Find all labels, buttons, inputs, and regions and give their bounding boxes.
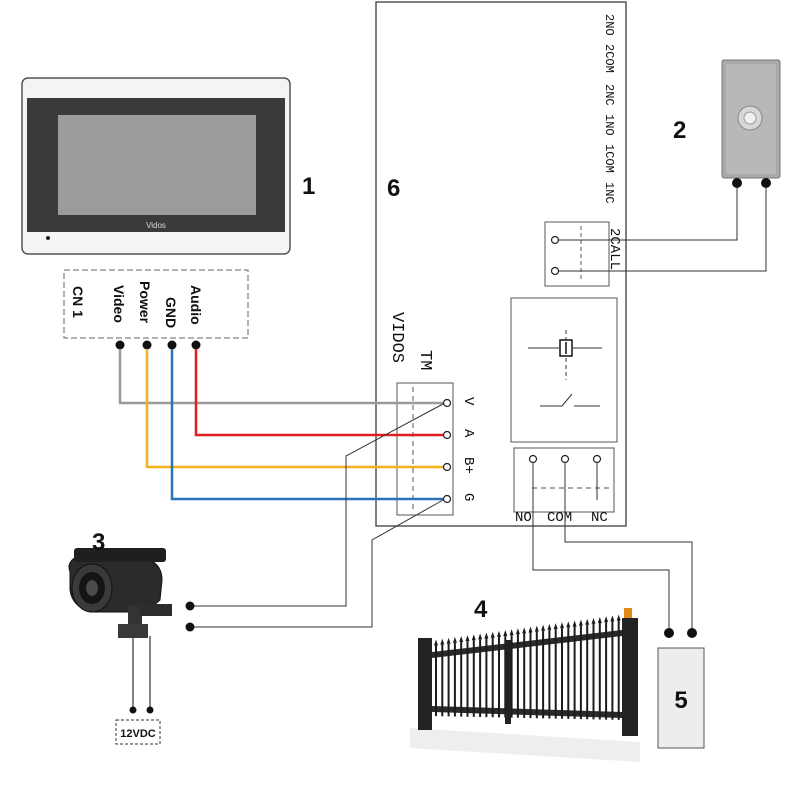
camera-gnd-wire [194,499,444,628]
gate [410,608,640,762]
term-2nc: 2NC [602,84,616,106]
bus-g: G [460,493,476,501]
psu-box [115,719,161,745]
callout-module: 6 [387,175,400,202]
bus-b-plus: B+ [460,457,476,474]
callout-camera: 3 [92,529,105,556]
control-module: 2NO 2COM 2NC 1NO 1COM 1NC 2CALL VIDOS TM [375,1,627,527]
controller-terminal-2 [687,628,697,638]
callout-gate: 4 [474,596,488,623]
callout-monitor: 1 [302,173,315,200]
audio-wire [194,349,443,437]
monitor: Vidos [21,77,291,255]
pin-label-power: Power [137,281,153,324]
bell-wire-2 [590,188,767,272]
callout-bell: 2 [673,117,686,144]
call-label: 2CALL [606,228,622,270]
module-brand: VIDOS [387,312,406,363]
relay-no: NO [515,510,532,526]
connector-cn1: CN 1 Video Power GND Audio [63,269,249,350]
doorbell-button [721,59,781,188]
pin-label-audio: Audio [188,285,204,325]
term-1com: 1COM [602,144,616,173]
term-1no: 1NO [602,114,616,136]
pin-power [142,340,152,350]
relay-nc: NC [591,510,608,526]
psu-label: 12VDC [120,728,156,740]
gate-controller [657,647,705,749]
term-2no: 2NO [602,14,616,36]
pin-audio [191,340,201,350]
pin-video [115,340,125,350]
relay-com: COM [547,510,572,526]
video-wire [118,349,443,405]
callout-gate-box: 5 [674,687,687,714]
module-model: TM [415,350,434,370]
gnd-wire [170,349,443,501]
term-1nc: 1NC [602,182,616,204]
controller-terminal-1 [664,628,674,638]
connector-name: CN 1 [70,286,86,318]
relay-no-wire [532,500,670,628]
term-2com: 2COM [602,44,616,73]
pin-label-video: Video [111,285,127,323]
bell-wire-1 [590,188,738,241]
camera [68,548,195,714]
camera-video-wire [194,403,444,607]
bus-a: A [460,429,476,438]
relay-com-wire [564,500,693,628]
monitor-indicator [46,236,50,240]
pin-label-gnd: GND [163,297,179,328]
bus-v: V [460,397,476,406]
monitor-brand: Vidos [146,221,166,230]
pin-gnd [167,340,177,350]
power-wire [145,349,443,469]
